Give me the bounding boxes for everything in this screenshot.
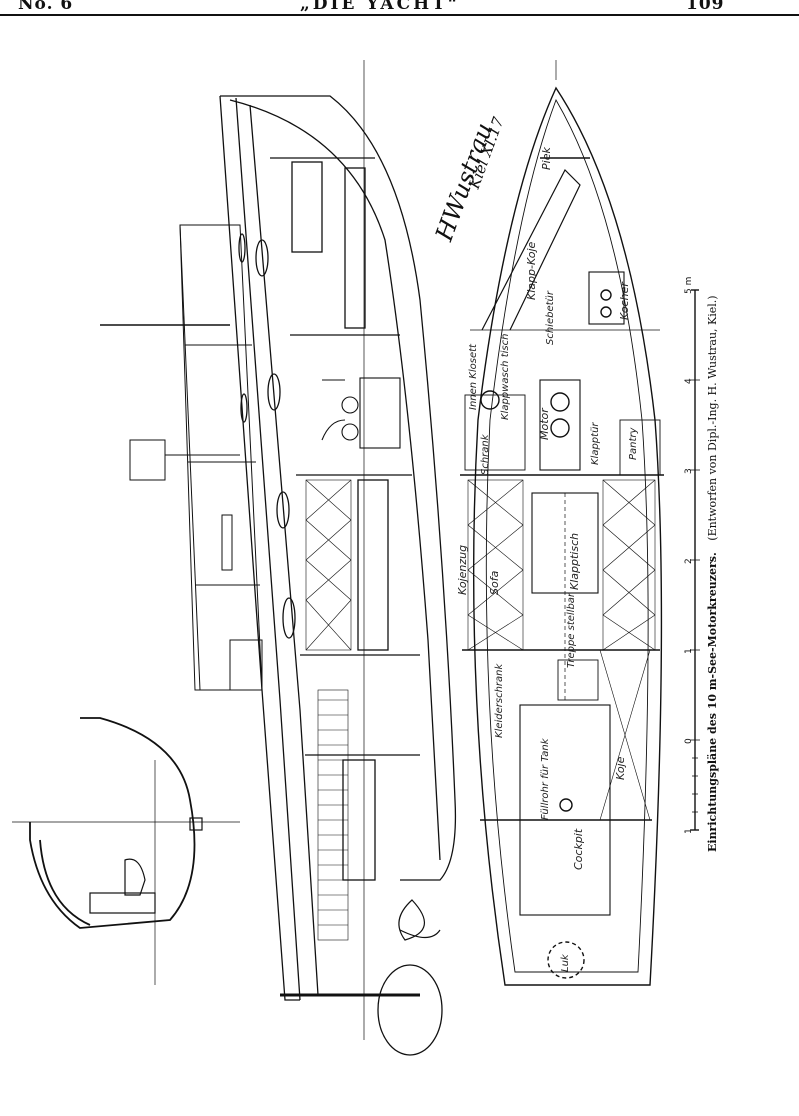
scale-tick: 1 — [684, 648, 694, 654]
label-kleiderschrank: Kleiderschrank — [494, 663, 505, 738]
rudder — [377, 964, 443, 1056]
label-innen-klosett: Innen Klosett — [468, 344, 479, 410]
scale-tick: 4 — [684, 378, 694, 384]
propeller — [398, 899, 441, 941]
engine — [321, 377, 401, 449]
label-schiebetuer: Schiebetür — [545, 291, 556, 345]
page-header: No. 6 „DIE YACHT“ 109 — [0, 0, 799, 16]
scale-tick: 3 — [684, 468, 694, 474]
label-sofa: Sofa — [488, 570, 501, 595]
label-motor: Motor — [538, 408, 551, 440]
midship-section — [29, 717, 203, 929]
label-koje: Koje — [614, 756, 627, 780]
label-schrank: Schrank — [480, 434, 491, 475]
label-treppe: Treppe stellbar — [566, 592, 577, 668]
boat-plan-drawing — [12, 60, 700, 1056]
label-kocher: Kocher — [618, 282, 631, 320]
scale-bar — [690, 289, 700, 831]
journal-title: „DIE YACHT“ — [300, 0, 461, 14]
label-cockpit: Cockpit — [572, 828, 585, 870]
deckhouse-elevation — [100, 224, 263, 691]
label-klapptisch: Klapptisch — [568, 532, 581, 590]
scale-tick: 5 m — [684, 276, 694, 294]
caption-title: Einrichtungspläne des 10 m-See-Motorkreu… — [706, 552, 719, 852]
scale-tick: 0 — [684, 738, 694, 744]
companion-steps — [317, 689, 349, 941]
scale-tick: 2 — [684, 558, 694, 564]
page-number: 109 — [686, 0, 725, 14]
label-piek: Piek — [540, 147, 553, 170]
scale-tick: 1 — [684, 828, 694, 834]
label-klappwaschtisch: Klappwasch tisch — [500, 333, 511, 420]
plan-view — [460, 86, 664, 986]
cushion-pattern — [305, 479, 352, 651]
figure-caption: Einrichtungspläne des 10 m-See-Motorkreu… — [706, 295, 719, 852]
issue-number: No. 6 — [18, 0, 74, 14]
label-fuellrohr: Füllrohr für Tank — [540, 738, 551, 820]
label-kojenzug: Kojenzug — [456, 544, 469, 595]
label-pantry: Pantry — [628, 427, 639, 460]
plan-sofas — [467, 479, 656, 651]
portholes — [238, 233, 296, 639]
caption-credit: (Entworfen von Dipl.-Ing. H. Wustrau, Ki… — [706, 295, 719, 541]
label-klapptuer: Klapptür — [590, 422, 601, 465]
side-elevation — [219, 95, 457, 1056]
label-klappkoje: Klapp-Koje — [525, 241, 538, 300]
label-luk: Luk — [560, 954, 571, 972]
